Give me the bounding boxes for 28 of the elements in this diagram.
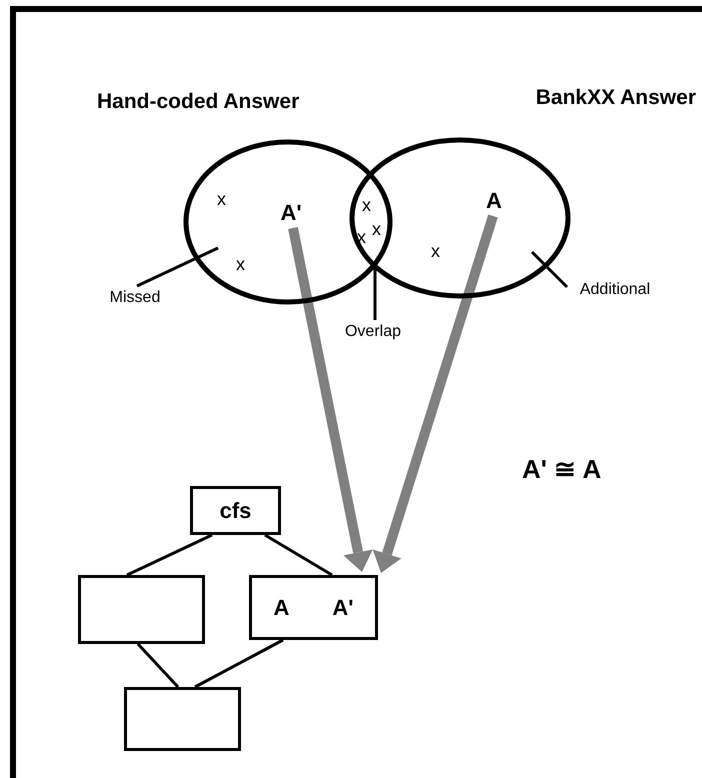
connector-line <box>136 642 180 688</box>
set-title: Hand-coded Answer <box>97 89 300 115</box>
element-mark: x <box>372 218 381 241</box>
leader-line <box>530 250 568 288</box>
leader-line <box>136 246 219 288</box>
set-label: A' <box>280 198 302 226</box>
equivalence-note: A' ≅ A <box>522 453 602 486</box>
connector-line <box>194 638 284 688</box>
element-mark: x <box>431 240 440 263</box>
thick-arrow <box>288 227 373 572</box>
connector-line <box>264 534 333 576</box>
region-label: Additional <box>580 280 650 300</box>
empty-box <box>78 575 205 644</box>
set-label: A <box>486 186 502 214</box>
region-label: Overlap <box>344 322 402 342</box>
region-label: Missed <box>110 288 160 308</box>
tree-node-box <box>249 575 378 640</box>
element-mark: x <box>217 188 226 211</box>
node-label: A <box>273 594 290 622</box>
node-label: A' <box>332 594 354 622</box>
node-label: cfs <box>220 497 252 525</box>
empty-box <box>124 687 241 751</box>
element-mark: x <box>362 194 371 217</box>
connector-line <box>126 534 213 576</box>
tree-node-box <box>190 486 281 535</box>
element-mark: x <box>236 253 245 276</box>
thick-arrow <box>372 214 498 573</box>
set-title: BankXX Answer <box>536 85 696 111</box>
